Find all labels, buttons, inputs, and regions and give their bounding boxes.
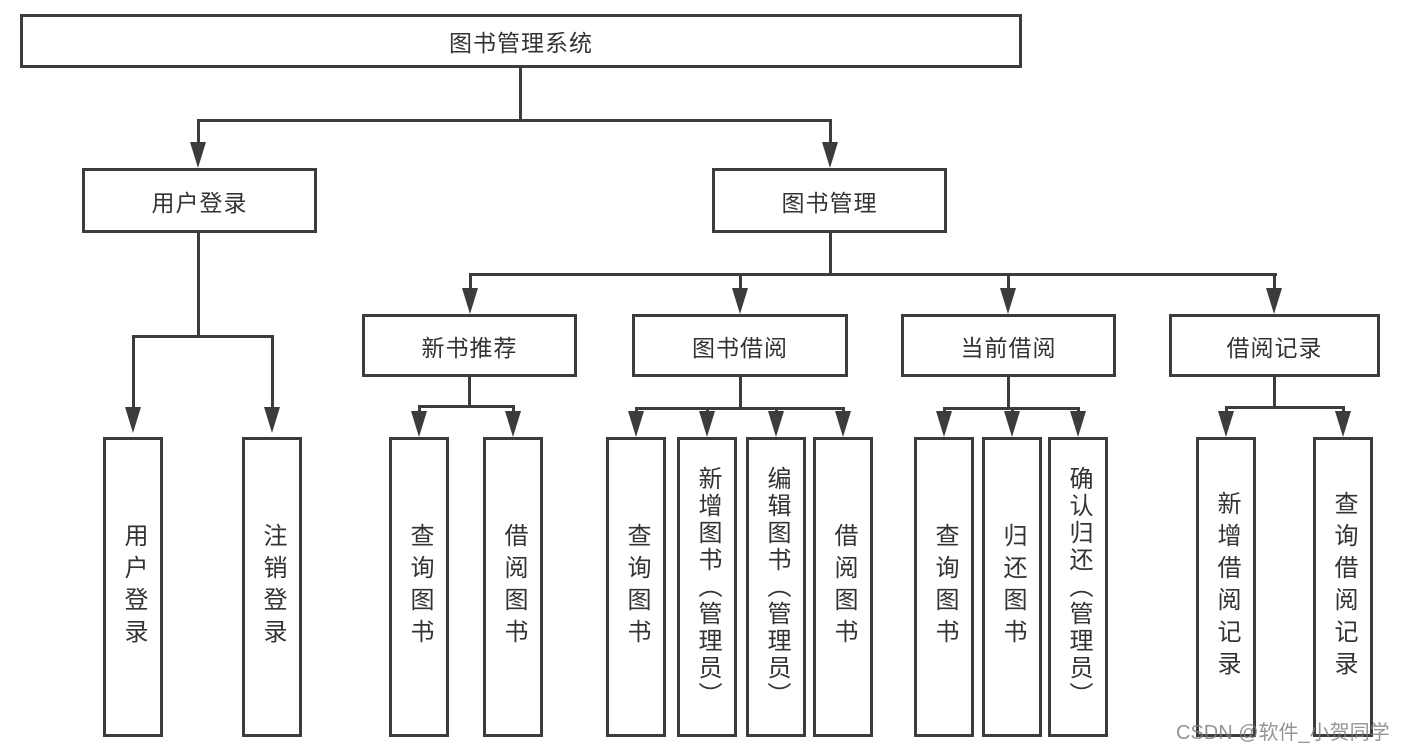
connector-mgmt-bar	[469, 273, 1277, 276]
arrow-down-icon	[505, 411, 521, 437]
connector-current-arm	[1011, 407, 1014, 414]
connector-mgmt-arm	[1273, 273, 1276, 291]
connector-rec-arm	[512, 405, 515, 413]
connector-login-stem	[197, 231, 200, 338]
leaf-br-add-record: 新增借阅记录	[1196, 437, 1256, 737]
leaf-bb-edit-book-admin: 编辑图书（管理员）	[746, 437, 806, 737]
leaf-bb-add-book-admin: 新增图书（管理员）	[677, 437, 737, 737]
connector-borrow-stem	[739, 375, 742, 410]
connector-record-bar	[1225, 406, 1345, 409]
connector-borrow-arm	[635, 407, 638, 414]
arrow-down-icon	[822, 142, 838, 168]
leaf-rec-query-book-label: 查询图书	[406, 523, 433, 651]
leaf-bb-edit-book-admin-label: 编辑图书（管理员）	[763, 465, 790, 709]
arrow-down-icon	[628, 411, 644, 437]
arrow-down-icon	[936, 411, 952, 437]
node-root: 图书管理系统	[20, 14, 1022, 68]
connector-current-arm	[943, 407, 946, 414]
csdn-watermark: CSDN @软件_小贺同学	[1176, 722, 1390, 744]
connector-mgmt-arm	[1007, 273, 1010, 291]
connector-borrow-arm	[842, 407, 845, 414]
arrow-down-icon	[125, 407, 141, 433]
leaf-bb-query-book: 查询图书	[606, 437, 666, 737]
connector-root-arm-left	[197, 119, 200, 145]
node-borrow-record-label: 借阅记录	[1226, 334, 1323, 361]
leaf-cb-return-book-label: 归还图书	[999, 523, 1026, 651]
leaf-br-add-record-label: 新增借阅记录	[1213, 491, 1240, 683]
connector-rec-bar	[418, 405, 515, 408]
connector-record-arm	[1225, 406, 1228, 414]
node-borrow-record: 借阅记录	[1169, 314, 1380, 377]
arrow-down-icon	[1335, 411, 1351, 437]
leaf-bb-add-book-admin-label: 新增图书（管理员）	[694, 465, 721, 709]
connector-mgmt-stem	[829, 231, 832, 276]
node-new-book-recommend: 新书推荐	[362, 314, 577, 377]
connector-root-arm-right	[829, 119, 832, 145]
connector-record-stem	[1273, 375, 1276, 409]
arrow-down-icon	[411, 411, 427, 437]
leaf-rec-borrow-book-label: 借阅图书	[500, 523, 527, 651]
leaf-user-login-label: 用户登录	[120, 523, 147, 651]
node-book-borrow-label: 图书借阅	[692, 334, 788, 361]
arrow-down-icon	[264, 407, 280, 433]
arrow-down-icon	[1266, 288, 1282, 314]
arrow-down-icon	[1000, 288, 1016, 314]
node-user-login: 用户登录	[82, 168, 317, 233]
arrow-down-icon	[462, 288, 478, 314]
node-new-book-recommend-label: 新书推荐	[421, 334, 518, 361]
node-book-borrow: 图书借阅	[632, 314, 848, 377]
arrow-down-icon	[190, 142, 206, 168]
leaf-user-login: 用户登录	[103, 437, 163, 737]
connector-borrow-bar	[635, 407, 845, 410]
arrow-down-icon	[699, 411, 715, 437]
connector-mgmt-arm	[469, 273, 472, 291]
arrow-down-icon	[1004, 411, 1020, 437]
connector-current-stem	[1007, 375, 1010, 410]
connector-root-bar	[197, 119, 832, 122]
arrow-down-icon	[768, 411, 784, 437]
leaf-br-query-record-label: 查询借阅记录	[1330, 491, 1357, 683]
node-current-borrow: 当前借阅	[901, 314, 1116, 377]
leaf-bb-query-book-label: 查询图书	[623, 523, 650, 651]
node-root-label: 图书管理系统	[449, 30, 593, 56]
node-book-management: 图书管理	[712, 168, 947, 233]
leaf-cb-query-book: 查询图书	[914, 437, 974, 737]
leaf-rec-borrow-book: 借阅图书	[483, 437, 543, 737]
leaf-br-query-record: 查询借阅记录	[1313, 437, 1373, 737]
leaf-cb-return-book: 归还图书	[982, 437, 1042, 737]
connector-login-arm	[271, 335, 274, 409]
leaf-cb-confirm-return-admin-label: 确认归还（管理员）	[1065, 465, 1092, 709]
node-current-borrow-label: 当前借阅	[960, 334, 1057, 361]
node-book-management-label: 图书管理	[781, 189, 878, 216]
leaf-cb-query-book-label: 查询图书	[931, 523, 958, 651]
connector-borrow-arm	[706, 407, 709, 414]
leaf-bb-borrow-book-label: 借阅图书	[830, 523, 857, 651]
node-user-login-label: 用户登录	[151, 189, 248, 216]
connector-current-arm	[1077, 407, 1080, 414]
connector-login-bar	[132, 335, 274, 338]
leaf-logout: 注销登录	[242, 437, 302, 737]
arrow-down-icon	[1070, 411, 1086, 437]
leaf-cb-confirm-return-admin: 确认归还（管理员）	[1048, 437, 1108, 737]
leaf-rec-query-book: 查询图书	[389, 437, 449, 737]
arrow-down-icon	[732, 288, 748, 314]
connector-record-arm	[1342, 406, 1345, 414]
connector-mgmt-arm	[739, 273, 742, 291]
connector-rec-arm	[418, 405, 421, 413]
arrow-down-icon	[1218, 411, 1234, 437]
connector-rec-stem	[468, 375, 471, 408]
connector-root-stem	[519, 66, 522, 122]
arrow-down-icon	[835, 411, 851, 437]
leaf-bb-borrow-book: 借阅图书	[813, 437, 873, 737]
connector-login-arm	[132, 335, 135, 409]
connector-borrow-arm	[775, 407, 778, 414]
leaf-logout-label: 注销登录	[259, 523, 286, 651]
